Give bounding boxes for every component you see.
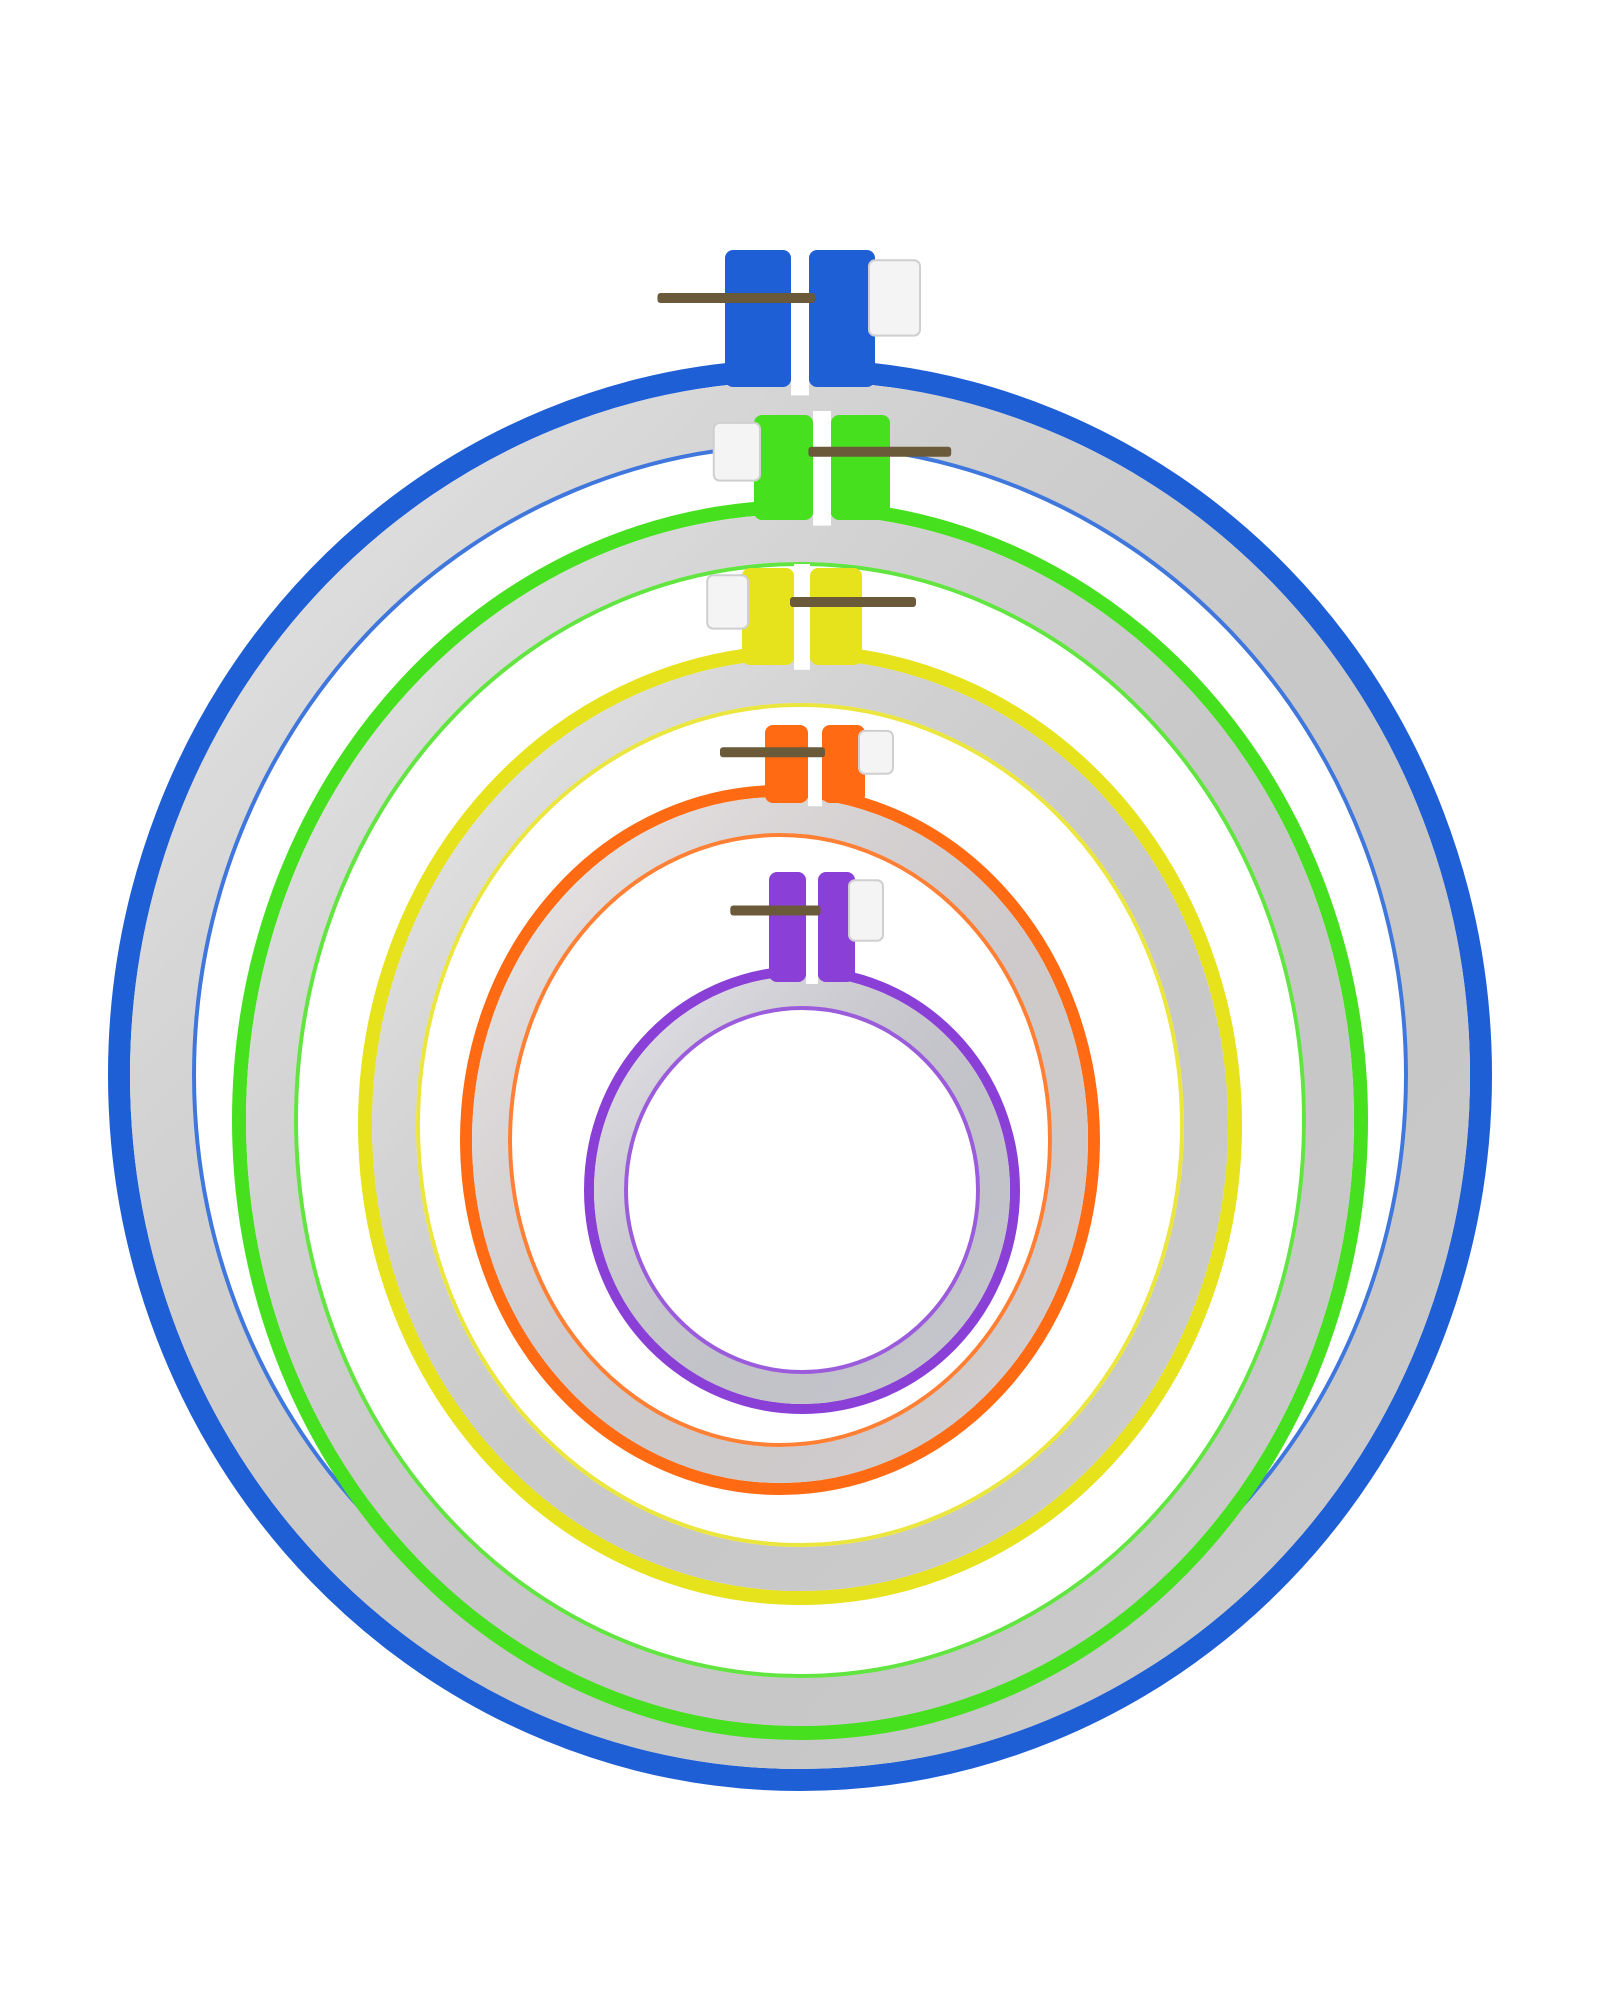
blue-hoop-screw-cap xyxy=(868,259,921,337)
orange-hoop-inner-lip xyxy=(508,833,1052,1447)
yellow-hoop-clamp-right xyxy=(810,568,862,665)
green-hoop-clamp-gap xyxy=(813,411,831,526)
yellow-hoop-clamp-gap xyxy=(794,564,810,670)
green-hoop-clamp-right xyxy=(831,415,890,520)
orange-hoop-inner-ring-shade xyxy=(472,797,1088,1483)
green-hoop-screw-cap xyxy=(712,421,762,482)
orange-hoop xyxy=(460,721,1100,1495)
purple-hoop-screw-cap xyxy=(848,879,884,942)
yellow-hoop xyxy=(358,564,1242,1605)
blue-hoop-clamp-left xyxy=(725,250,791,387)
purple-hoop-clamp-right xyxy=(818,872,855,982)
green-hoop-screw xyxy=(808,446,952,457)
yellow-hoop-inner-ring-shade xyxy=(372,659,1228,1591)
green-hoop xyxy=(232,411,1368,1740)
purple-hoop-screw xyxy=(730,905,821,916)
yellow-hoop-screw xyxy=(790,596,916,607)
purple-hoop-clamp-left xyxy=(769,872,806,982)
blue-hoop-clamp-right xyxy=(809,250,875,387)
purple-hoop xyxy=(584,868,1020,1414)
purple-hoop-inner-ring-shade xyxy=(594,976,1010,1404)
green-hoop-clamp-left xyxy=(754,415,813,520)
blue-hoop-screw xyxy=(657,292,815,303)
orange-hoop-screw xyxy=(720,747,825,758)
yellow-hoop-screw-cap xyxy=(706,574,750,630)
purple-hoop-inner-lip xyxy=(624,1006,980,1374)
yellow-hoop-clamp-left xyxy=(742,568,794,665)
yellow-hoop-inner-lip xyxy=(416,703,1184,1547)
blue-hoop-clamp-gap xyxy=(791,246,809,396)
orange-hoop-clamp-gap xyxy=(808,721,822,807)
orange-hoop-clamp-left xyxy=(765,725,808,803)
green-hoop-inner-ring-shade xyxy=(246,514,1354,1726)
purple-hoop-outer-ring xyxy=(584,966,1020,1414)
purple-hoop-clamp-gap xyxy=(806,868,818,984)
orange-hoop-clamp-right xyxy=(822,725,865,803)
orange-hoop-screw-cap xyxy=(858,729,894,775)
